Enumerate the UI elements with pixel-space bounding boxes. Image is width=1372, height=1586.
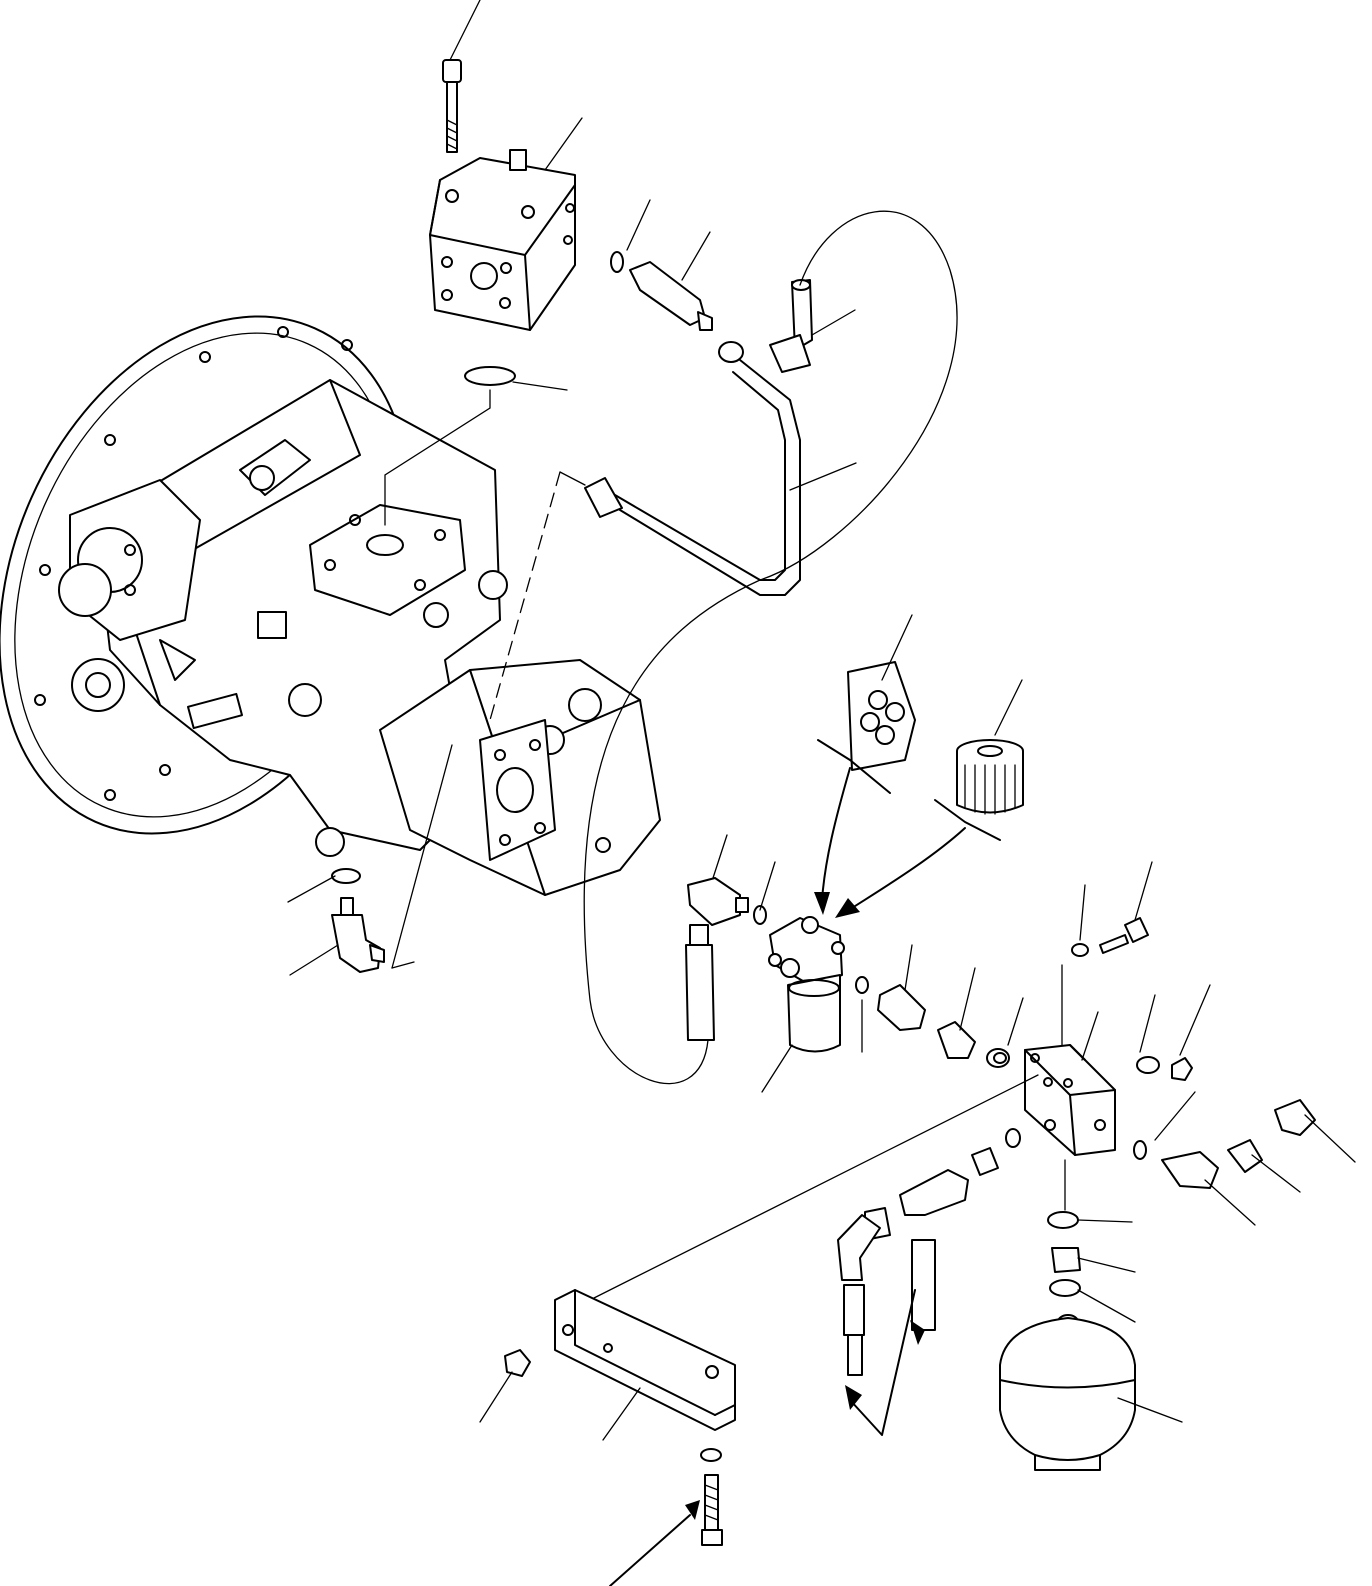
o-ring-valve bbox=[464, 366, 516, 386]
elbow-fitting-top bbox=[769, 279, 813, 373]
filter-element bbox=[956, 739, 1024, 815]
washers bbox=[700, 1052, 1160, 1462]
connector-valve bbox=[610, 251, 713, 331]
valve-block bbox=[429, 149, 576, 331]
socket-bolt bbox=[442, 59, 462, 153]
hoses bbox=[837, 1214, 936, 1376]
pipe-bent bbox=[584, 341, 801, 596]
leader-lines bbox=[287, 0, 1356, 1586]
adapter bbox=[685, 877, 767, 1041]
filter-head bbox=[768, 916, 845, 986]
main-pump bbox=[0, 315, 661, 896]
o-ring-pump bbox=[331, 868, 361, 884]
manifold-block bbox=[1024, 1044, 1116, 1156]
bracket bbox=[554, 1289, 736, 1431]
filter-bowl bbox=[787, 974, 841, 1053]
pilot-hose bbox=[583, 210, 958, 1085]
elbow-pump bbox=[331, 897, 385, 973]
tee-fitting bbox=[864, 1128, 1021, 1241]
accumulator bbox=[999, 1314, 1136, 1471]
seal-kit bbox=[847, 661, 916, 771]
nuts bbox=[504, 1057, 1193, 1377]
